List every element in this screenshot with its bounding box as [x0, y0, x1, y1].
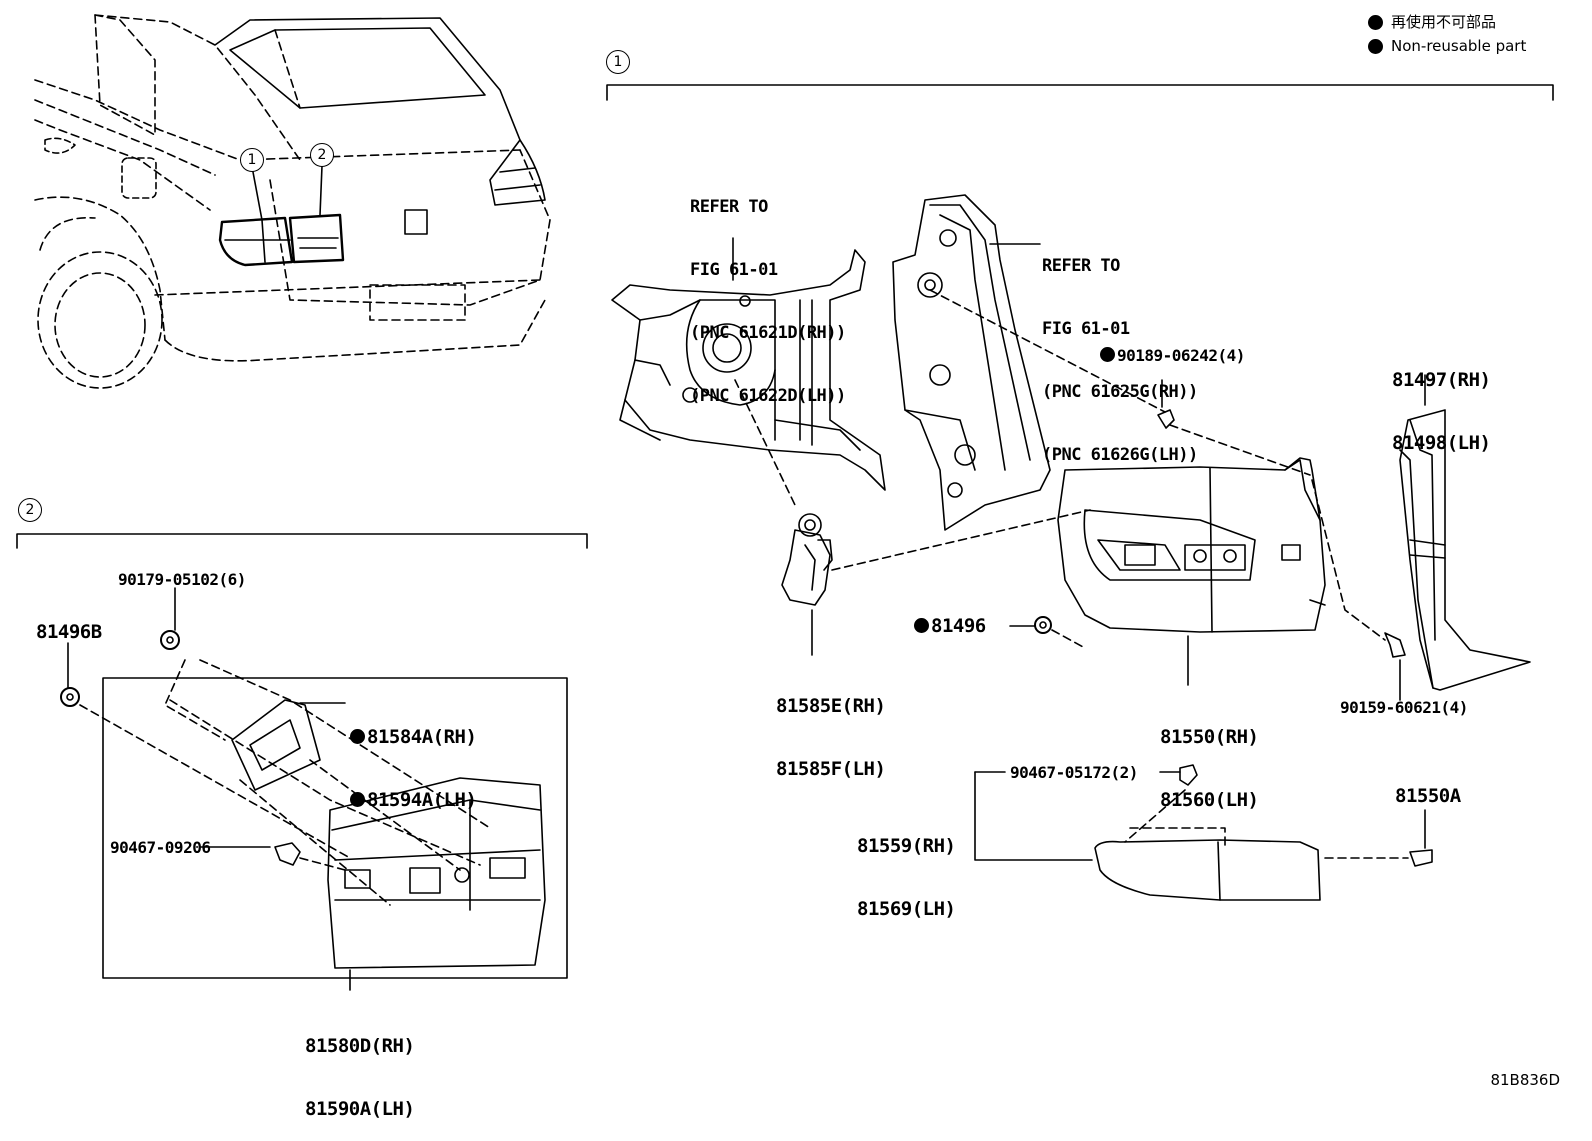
part-number: 81550(RH)	[1160, 726, 1259, 748]
part-number: 81560(LH)	[1160, 789, 1259, 811]
gasket-part	[231, 699, 321, 791]
non-reusable-dot-icon	[914, 618, 929, 633]
fastener-symbols	[60, 409, 1433, 867]
quarter-bracket-part	[611, 249, 886, 491]
section-1-frame	[606, 84, 1554, 101]
legend-text-jp: 再使用不可部品	[1391, 13, 1497, 31]
part-number: 90189-06242(4)	[1117, 346, 1245, 365]
legend-row-jp: 再使用不可部品	[1368, 10, 1526, 34]
non-reusable-dot-icon	[1368, 14, 1383, 30]
leader-lines	[67, 237, 1426, 991]
part-number: 81594A(LH)	[367, 789, 477, 811]
non-reusable-dot-icon	[350, 729, 365, 744]
marker-1-top: 1	[606, 50, 630, 74]
back-door-lamp-part	[327, 777, 546, 969]
non-reusable-dot-icon	[1368, 38, 1383, 54]
rear-combination-lamp-part	[1057, 457, 1326, 633]
label-81550: 81550(RH) 81560(LH)	[1160, 685, 1259, 832]
legend-text-en: Non-reusable part	[1391, 37, 1527, 55]
non-reusable-dot-icon	[350, 792, 365, 807]
refer-to-61621d: REFER TO FIG 61-01 (PNC 61621D(RH)) (PNC…	[690, 155, 846, 428]
label-81584a: 81584A(RH) 81594A(LH)	[350, 685, 477, 832]
part-number: 81569(LH)	[857, 898, 956, 920]
label-81580d: 81580D(RH) 81590A(LH)	[305, 994, 415, 1141]
part-number: 81585E(RH)	[776, 695, 886, 717]
label-81585: 81585E(RH) 81585F(LH)	[776, 654, 886, 801]
part-number: 90467-09206	[110, 838, 211, 857]
refer-to-61625g: REFER TO FIG 61-01 (PNC 61625G(RH)) (PNC…	[1042, 214, 1198, 487]
marker-2-vehicle: 2	[310, 143, 334, 167]
label-90159: 90159-60621(4)	[1340, 698, 1468, 718]
quarter-garnish-part	[1399, 409, 1531, 691]
dashed-assembly-lines	[79, 289, 1409, 906]
ref-b-line: FIG 61-01	[1042, 319, 1130, 339]
part-number: 81496B	[36, 621, 102, 643]
part-number: 81498(LH)	[1392, 432, 1491, 454]
label-90467-05172: 90467-05172(2)	[1010, 763, 1138, 783]
label-81550a: 81550A	[1395, 786, 1461, 807]
figure-code: 81B836D	[1490, 1071, 1560, 1089]
ref-b-line: (PNC 61625G(RH))	[1042, 382, 1198, 402]
part-number: 81584A(RH)	[367, 726, 477, 748]
label-81496: 81496	[914, 616, 986, 637]
label-81559: 81559(RH) 81569(LH)	[857, 794, 956, 941]
ref-a-line: (PNC 61621D(RH))	[690, 323, 846, 343]
legend: 再使用不可部品 Non-reusable part	[1368, 10, 1526, 58]
part-number: 81559(RH)	[857, 835, 956, 857]
section-2-frame	[16, 533, 588, 979]
quarter-panel-inner-part	[892, 194, 1051, 531]
label-90179: 90179-05102(6)	[118, 570, 246, 590]
label-81497: 81497(RH) 81498(LH)	[1392, 328, 1491, 475]
ref-a-line: (PNC 61622D(LH))	[690, 386, 846, 406]
label-90467-09206: 90467-09206	[110, 838, 211, 858]
label-81496b: 81496B	[36, 622, 102, 643]
bulb-socket-part	[781, 513, 833, 606]
part-number: 90159-60621(4)	[1340, 698, 1468, 717]
non-reusable-dot-icon	[1100, 347, 1115, 362]
lamp-lens-part	[1094, 827, 1321, 901]
part-number: 81497(RH)	[1392, 369, 1491, 391]
marker-2-section: 2	[18, 498, 42, 522]
part-number: 81580D(RH)	[305, 1035, 415, 1057]
label-90189: 90189-06242(4)	[1100, 346, 1245, 366]
parts-diagram	[16, 14, 1554, 991]
ref-a-line: FIG 61-01	[690, 260, 778, 280]
ref-b-line: REFER TO	[1042, 256, 1120, 276]
part-number: 90467-05172(2)	[1010, 763, 1138, 782]
part-number: 81496	[931, 615, 986, 637]
part-number: 90179-05102(6)	[118, 570, 246, 589]
ref-a-line: REFER TO	[690, 197, 768, 217]
vehicle-rear-view	[34, 14, 551, 389]
part-number: 81590A(LH)	[305, 1098, 415, 1120]
ref-b-line: (PNC 61626G(LH))	[1042, 445, 1198, 465]
marker-1-vehicle: 1	[240, 148, 264, 172]
part-number: 81550A	[1395, 785, 1461, 807]
part-number: 81585F(LH)	[776, 758, 886, 780]
legend-row-en: Non-reusable part	[1368, 34, 1526, 58]
